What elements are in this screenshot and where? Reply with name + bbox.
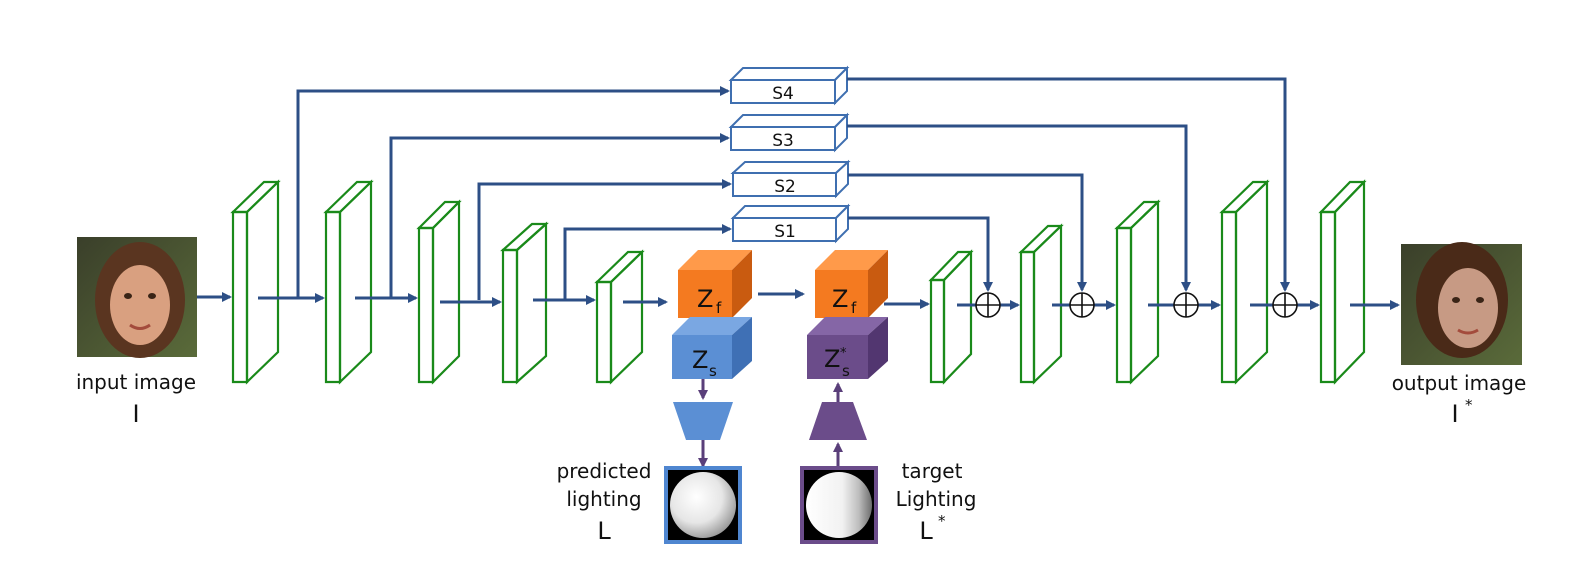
zs-left-sub: s [709, 362, 717, 380]
zf-left-sub: f [716, 299, 722, 317]
target-label-line2: Lighting [896, 487, 977, 511]
sum-nodes [975, 292, 1298, 318]
skip-box-s1 [730, 203, 851, 244]
decoder-layer-3 [1114, 199, 1161, 385]
zs-target-main: Z [824, 345, 840, 373]
skip-arrow-in-s1 [563, 224, 732, 300]
encoder-layer-5 [594, 249, 645, 385]
main-path-arrows [197, 289, 1400, 310]
target-symbol: L [919, 517, 933, 545]
encoder-layer-4 [500, 221, 549, 385]
output-image [1401, 242, 1522, 365]
encoder-layer-3 [416, 199, 462, 385]
predicted-lighting-sphere [664, 466, 742, 544]
skip-arrow-out-s4 [847, 77, 1290, 292]
zs-cube-left [672, 317, 752, 379]
sum-node-1 [975, 292, 1001, 318]
skip-arrow-in-s2 [477, 179, 732, 300]
zf-right-sub: f [851, 299, 857, 317]
target-symbol-sup: * [938, 512, 946, 530]
sum-node-2 [1069, 292, 1095, 318]
decoder-layers [928, 179, 1367, 385]
zf-cube-right [815, 250, 888, 318]
predicted-label-line2: lighting [566, 487, 641, 511]
output-symbol-sup: * [1465, 396, 1473, 414]
lighting-arrows [698, 379, 843, 468]
encoder-layers [230, 179, 645, 385]
encoder-layer-1 [230, 179, 281, 385]
predicted-symbol: L [597, 517, 611, 545]
skip-label-s2: S2 [774, 177, 796, 197]
sum-node-4 [1272, 292, 1298, 318]
skip-box-s3 [728, 112, 850, 153]
skip-arrow-out-s1 [848, 216, 993, 292]
zs-target-sub: s [842, 362, 850, 380]
lighting-decoder-trapezoid [673, 402, 733, 440]
skip-arrow-in-s3 [389, 133, 730, 298]
zf-left-main: Z [697, 285, 713, 313]
zf-right-main: Z [832, 285, 848, 313]
sum-node-3 [1173, 292, 1199, 318]
skip-boxes [728, 65, 851, 244]
skip-connections [296, 77, 1290, 300]
input-image-label: input image [76, 370, 196, 394]
input-symbol: I [132, 400, 139, 428]
skip-arrow-in-s4 [296, 86, 730, 298]
encoder-layer-2 [323, 179, 374, 385]
skip-arrow-out-s3 [847, 124, 1191, 292]
zs-target-sup: * [840, 346, 847, 361]
skip-box-s4 [728, 65, 850, 106]
target-lighting-sphere [800, 466, 878, 544]
decoder-layer-1 [928, 249, 974, 385]
skip-label-s3: S3 [772, 131, 794, 151]
skip-arrow-out-s2 [848, 173, 1087, 292]
decoder-layer-5 [1318, 179, 1367, 385]
target-label-line1: target [902, 459, 963, 483]
predicted-label-line1: predicted [557, 459, 652, 483]
skip-label-s1: S1 [774, 222, 796, 242]
zf-cube-left [678, 250, 752, 318]
skip-box-s2 [730, 159, 851, 199]
input-image [77, 237, 197, 358]
output-symbol: I [1451, 400, 1458, 428]
output-image-label: output image [1392, 371, 1527, 395]
decoder-layer-2 [1018, 223, 1064, 385]
lighting-encoder-trapezoid [809, 402, 867, 440]
decoder-layer-4 [1219, 179, 1270, 385]
zs-target-cube [807, 317, 888, 379]
skip-label-s4: S4 [772, 84, 794, 104]
zs-left-main: Z [692, 346, 708, 374]
